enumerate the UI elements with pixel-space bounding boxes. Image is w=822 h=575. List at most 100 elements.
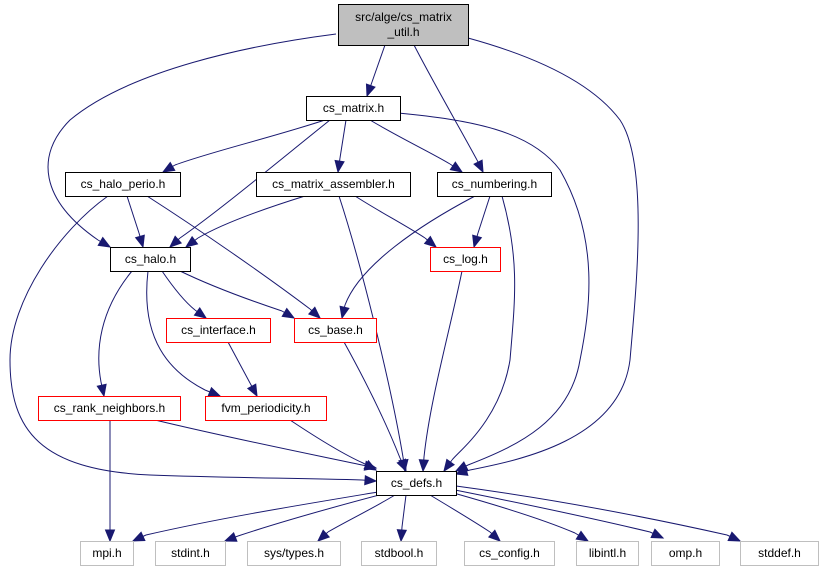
edge-arrowhead [418,459,430,473]
node-box[interactable] [256,172,411,197]
node-mpi-h[interactable]: mpi.h [80,541,134,566]
edge-src-alge-cs-matrix-util-h-to-cs-halo-h [47,33,337,248]
edge-arrowhead [396,458,407,473]
node-cs-numbering-h[interactable]: cs_numbering.h [437,172,552,197]
node-box[interactable] [166,318,271,343]
edge-line [454,489,651,533]
node-libintl-h[interactable]: libintl.h [576,541,639,566]
node-cs-log-h[interactable]: cs_log.h [430,247,501,272]
edge-arrowhead [727,531,742,542]
edge-line [161,270,196,311]
edge-arrowhead [472,234,483,249]
edge-line [413,44,478,161]
node-box[interactable] [651,541,720,566]
node-label: cs_rank_neighbors.h [54,401,165,415]
node-label: cs_matrix.h [323,101,384,115]
edge-cs-rank-neighbors-h-to-mpi-h [104,420,116,543]
node-stdbool-h[interactable]: stdbool.h [361,541,437,566]
edge-line [154,419,363,466]
edge-line [343,341,401,459]
edge-cs-log-h-to-cs-defs-h [418,270,463,473]
edge-arrowhead [134,234,145,249]
edge-arrowhead [443,458,456,473]
edge-arrowhead [207,386,222,397]
node-label: cs_halo_perio.h [81,177,166,191]
edge-line [423,270,463,458]
node-label: cs_base.h [308,323,363,337]
edge-cs-numbering-h-to-cs-defs-h [443,195,516,473]
edge-arrowhead [365,83,376,98]
edge-arrowhead [193,306,208,319]
edge-arrowhead [334,159,345,174]
node-box[interactable] [155,541,226,566]
edge-cs-rank-neighbors-h-to-cs-defs-h [154,419,378,471]
node-box[interactable] [110,247,191,272]
node-box[interactable] [430,247,501,272]
edge-line [47,33,337,241]
edge-line [371,44,386,83]
node-box[interactable] [38,396,181,421]
edge-cs-defs-h-to-mpi-h [131,491,379,542]
node-cs-base-h[interactable]: cs_base.h [294,318,377,343]
edge-cs-matrix-h-to-cs-halo-perio-h [161,119,326,173]
edge-line [455,485,728,536]
edge-line [429,494,491,533]
edge-line [339,119,347,159]
edge-line [397,112,590,466]
edge-arrowhead [575,530,590,542]
node-sys-types-h[interactable]: sys/types.h [247,541,341,566]
node-box[interactable] [376,471,457,496]
edge-arrowhead [281,307,296,319]
node-label: cs_interface.h [181,323,256,337]
edge-arrowhead [396,529,408,543]
nodes-layer: src/alge/cs_matrix_util.h cs_matrix.h cs_h… [38,4,819,566]
node-label: cs_halo.h [125,252,176,266]
edge-line [179,270,283,312]
node-box[interactable] [576,541,639,566]
edge-line [145,491,379,536]
node-box[interactable] [306,96,401,121]
edge-arrowhead [650,528,665,539]
node-cs-rank-neighbors-h[interactable]: cs_rank_neighbors.h [38,396,181,421]
edge-cs-halo-perio-h-to-cs-base-h [146,195,321,319]
node-src-alge-cs-matrix-util-h[interactable]: src/alge/cs_matrix_util.h [338,4,469,46]
node-cs-halo-perio-h[interactable]: cs_halo_perio.h [65,172,181,197]
edge-cs-defs-h-to-libintl-h [449,491,590,542]
node-fvm-periodicity-h[interactable]: fvm_periodicity.h [205,396,327,421]
edge-cs-halo-h-to-cs-rank-neighbors-h [96,270,133,398]
edge-cs-matrix-h-to-cs-numbering-h [369,119,464,173]
node-cs-matrix-h[interactable]: cs_matrix.h [306,96,401,121]
edge-line [449,491,576,534]
node-omp-h[interactable]: omp.h [651,541,720,566]
edge-cs-defs-h-to-stddef-h [455,485,742,542]
node-box[interactable] [80,541,134,566]
node-box[interactable] [740,541,819,566]
node-box[interactable] [361,541,437,566]
edge-line [197,195,306,239]
node-cs-config-h[interactable]: cs_config.h [464,541,555,566]
node-cs-defs-h[interactable]: cs_defs.h [376,471,457,496]
node-box[interactable] [247,541,341,566]
node-label: _util.h [386,25,419,39]
edge-line [227,341,251,384]
node-box[interactable] [437,172,552,197]
edge-arrowhead [169,235,183,248]
node-box[interactable] [338,4,469,46]
node-cs-interface-h[interactable]: cs_interface.h [166,318,271,343]
edge-arrowhead [317,529,331,542]
node-stdint-h[interactable]: stdint.h [155,541,226,566]
node-box[interactable] [464,541,555,566]
edge-line [98,270,133,383]
edge-cs-matrix-h-to-cs-matrix-assembler-h [334,119,347,174]
edge-cs-defs-h-to-stdbool-h [396,494,408,543]
node-cs-halo-h[interactable]: cs_halo.h [110,247,191,272]
node-cs-matrix-assembler-h[interactable]: cs_matrix_assembler.h [256,172,411,197]
node-box[interactable] [205,396,327,421]
edge-cs-defs-h-to-stdint-h [223,493,384,542]
node-stddef-h[interactable]: stddef.h [740,541,819,566]
node-box[interactable] [294,318,377,343]
edge-arrowhead [363,459,378,471]
node-box[interactable] [65,172,181,197]
edge-line [146,195,311,310]
